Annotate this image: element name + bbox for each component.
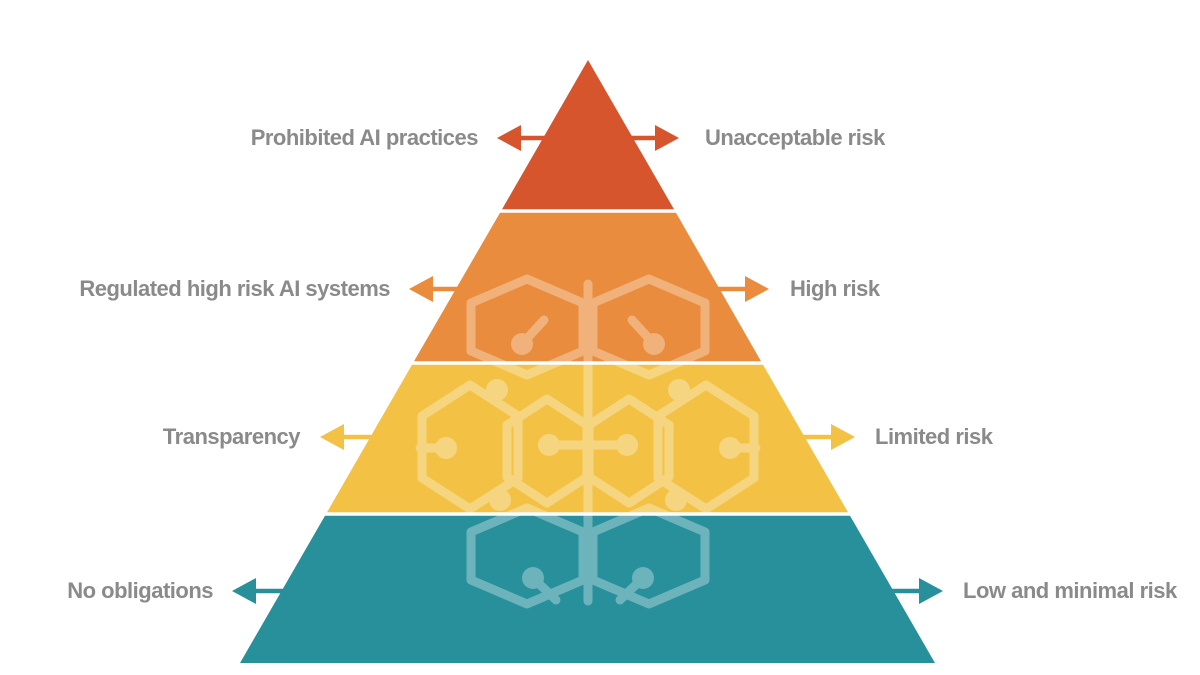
arrow-right-limited xyxy=(803,424,855,450)
label-prohibited-ai-practices: Prohibited AI practices xyxy=(250,125,479,150)
pyramid-tier-limited xyxy=(326,363,849,514)
label-regulated-high-risk: Regulated high risk AI systems xyxy=(79,276,390,301)
label-high-risk: High risk xyxy=(790,276,880,301)
arrow-left-limited xyxy=(320,424,372,450)
label-no-obligations: No obligations xyxy=(67,578,213,603)
tier-separators xyxy=(305,209,870,516)
arrow-left-high xyxy=(409,276,458,302)
pyramid-tier-minimal xyxy=(240,514,935,663)
label-limited-risk: Limited risk xyxy=(875,424,993,449)
pyramid-tier-unacceptable xyxy=(501,60,675,211)
arrow-right-minimal xyxy=(891,578,943,604)
arrow-left-minimal xyxy=(232,578,284,604)
arrow-left-unacceptable xyxy=(497,125,548,151)
pyramid-tier-high xyxy=(413,211,762,363)
arrow-right-high xyxy=(718,276,769,302)
ai-brain-circuit-icon xyxy=(415,274,761,609)
label-transparency: Transparency xyxy=(162,424,301,449)
label-unacceptable-risk: Unacceptable risk xyxy=(705,125,885,150)
arrow-right-unacceptable xyxy=(628,125,679,151)
label-low-minimal-risk: Low and minimal risk xyxy=(963,578,1177,603)
